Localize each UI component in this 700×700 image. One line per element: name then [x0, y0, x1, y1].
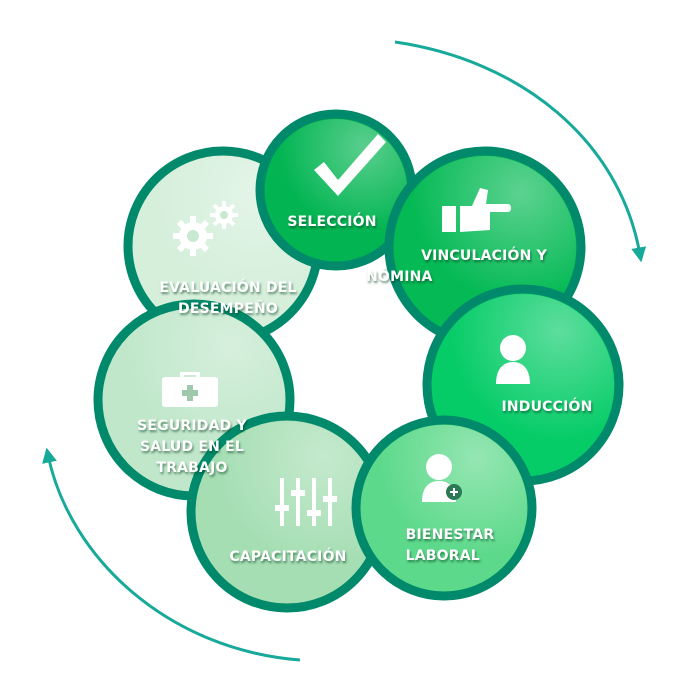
circle-highlight — [196, 421, 378, 603]
step-label-seguridad: SEGURIDAD Y SALUD EN EL TRABAJO — [137, 416, 247, 479]
cycle-arrow-bottom-left — [42, 447, 301, 662]
step-circle-bienestar — [351, 415, 537, 601]
label-line: DESEMPEÑO — [177, 301, 279, 317]
label-line: BIENESTAR — [405, 527, 495, 543]
step-label-bienestar: BIENESTAR LABORAL — [406, 525, 495, 567]
label-line: CAPACITACIÓN — [229, 549, 347, 565]
step-circle-capacitacion — [186, 411, 388, 613]
label-line: NÓMINA — [366, 269, 433, 285]
checkmark-icon — [314, 134, 386, 196]
step-label-capacitacion: CAPACITACIÓN — [229, 547, 346, 568]
user-add-icon — [422, 454, 462, 502]
step-label-induccion: INDUCCIÓN — [501, 397, 592, 418]
step-label-evaluacion: EVALUACIÓN DEL DESEMPEÑO — [159, 278, 296, 320]
step-label-vinculacion: VINCULACIÓN Y NÓMINA — [366, 246, 547, 288]
label-line: SELECCIÓN — [287, 214, 377, 230]
label-line: EVALUACIÓN DEL — [159, 280, 297, 296]
label-line: SALUD EN EL — [139, 439, 245, 455]
circle-highlight — [361, 425, 527, 591]
gears-icon — [173, 201, 238, 256]
label-line: LABORAL — [405, 548, 480, 564]
label-line: SEGURIDAD Y — [137, 418, 247, 434]
label-line: VINCULACIÓN Y — [421, 248, 547, 264]
sliders-icon — [275, 478, 337, 526]
step-label-seleccion: SELECCIÓN — [287, 212, 376, 233]
label-line: INDUCCIÓN — [501, 399, 593, 415]
pointing-hand-icon — [442, 188, 511, 232]
cycle-arrow-top-right — [394, 40, 647, 263]
label-line: TRABAJO — [156, 460, 228, 476]
user-icon — [496, 335, 530, 384]
first-aid-kit-icon — [162, 372, 218, 407]
